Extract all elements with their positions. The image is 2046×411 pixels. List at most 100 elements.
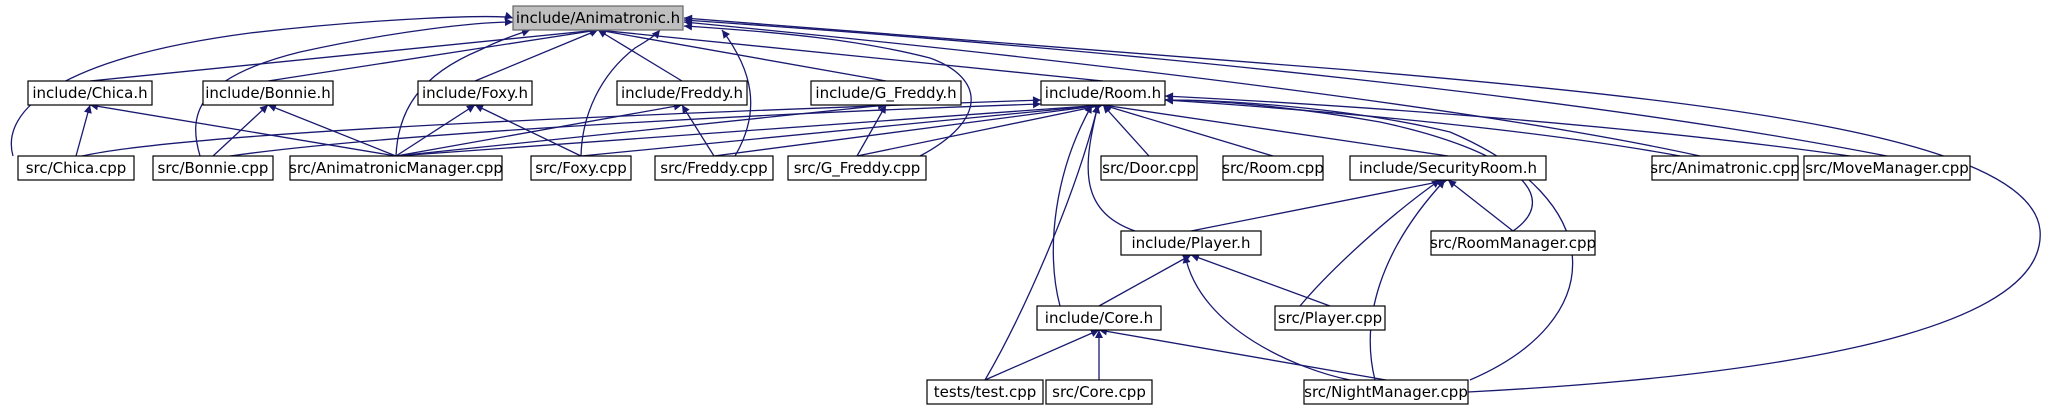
node-label: include/Animatronic.h xyxy=(516,9,680,27)
node-door-cpp[interactable]: src/Door.cpp xyxy=(1100,155,1198,181)
edge-test_cpp-to-core_h xyxy=(984,329,1100,381)
edge-chica_cpp-to-anim xyxy=(10,11,514,157)
node-box xyxy=(1100,155,1198,181)
node-box xyxy=(654,155,774,181)
edge-anim_cpp-to-anim xyxy=(683,18,1701,157)
node-box xyxy=(787,155,927,181)
edge-am_cpp-to-foxy_h xyxy=(395,104,476,157)
edge-test_cpp-to-room_h xyxy=(984,104,1101,381)
node-freddy-h[interactable]: include/Freddy.h xyxy=(616,80,748,106)
node-label: src/AnimatronicManager.cpp xyxy=(289,159,503,177)
node-anim[interactable]: include/Animatronic.h xyxy=(512,5,684,31)
node-label: include/Player.h xyxy=(1132,234,1251,252)
node-box xyxy=(1651,155,1799,181)
node-player-cpp[interactable]: src/Player.cpp xyxy=(1274,305,1386,331)
edge-room_cpp-to-room_h xyxy=(1102,103,1274,157)
node-core-h[interactable]: include/Core.h xyxy=(1036,305,1162,331)
edge-chica_cpp-to-room_h xyxy=(81,96,1042,157)
node-box xyxy=(1045,379,1153,405)
node-bonnie-h[interactable]: include/Bonnie.h xyxy=(202,80,334,106)
dependency-edges xyxy=(10,11,2041,393)
node-test-cpp[interactable]: tests/test.cpp xyxy=(926,379,1044,405)
node-label: include/Core.h xyxy=(1045,309,1153,327)
node-box xyxy=(1430,230,1596,256)
node-box xyxy=(27,80,153,106)
node-foxy-h[interactable]: include/Foxy.h xyxy=(417,80,533,106)
edge-bonnie_cpp-to-room_h xyxy=(229,100,1042,157)
edge-am_cpp-to-room_h xyxy=(395,101,1104,157)
edge-freddy_h-to-anim xyxy=(597,29,683,82)
edge-foxy_cpp-to-room_h xyxy=(580,101,1104,157)
node-label: src/Core.cpp xyxy=(1052,383,1146,401)
node-am-cpp[interactable]: src/AnimatronicManager.cpp xyxy=(289,155,503,181)
edge-bonnie_cpp-to-bonnie_h xyxy=(212,104,269,157)
node-room-h[interactable]: include/Room.h xyxy=(1040,80,1166,106)
node-foxy-cpp[interactable]: src/Foxy.cpp xyxy=(530,155,632,181)
edge-night_cpp-to-player_h xyxy=(1182,254,1351,381)
node-move-cpp[interactable]: src/MoveManager.cpp xyxy=(1803,155,1971,181)
edge-night_cpp-to-core_h xyxy=(1098,327,1387,381)
node-anim-cpp[interactable]: src/Animatronic.cpp xyxy=(1650,155,1800,181)
node-night-cpp[interactable]: src/NightManager.cpp xyxy=(1303,379,1469,405)
edge-roommgr_cpp-to-room_h xyxy=(1164,96,1533,232)
node-label: src/G_Freddy.cpp xyxy=(794,159,921,178)
edge-secroom_h-to-room_h xyxy=(1102,102,1449,157)
edge-anim_cpp-to-room_h xyxy=(1164,96,1681,157)
node-box xyxy=(1040,80,1166,106)
node-label: src/Bonnie.cpp xyxy=(158,159,269,177)
edge-foxy_h-to-anim xyxy=(474,29,599,82)
edge-player_cpp-to-secroom_h xyxy=(1299,179,1441,307)
node-freddy-cpp[interactable]: src/Freddy.cpp xyxy=(654,155,774,181)
edge-chica_cpp-to-chica_h xyxy=(75,104,92,157)
node-label: src/Animatronic.cpp xyxy=(1650,159,1800,177)
edge-roommgr_cpp-to-secroom_h xyxy=(1447,179,1514,232)
node-box xyxy=(1303,379,1469,405)
edge-am_cpp-to-anim xyxy=(395,28,531,157)
edge-room_h-to-anim xyxy=(597,26,1104,82)
node-label: src/Chica.cpp xyxy=(26,159,127,177)
node-box xyxy=(616,80,748,106)
node-label: include/SecurityRoom.h xyxy=(1359,159,1537,177)
node-label: include/Bonnie.h xyxy=(205,84,331,102)
node-box xyxy=(1274,305,1386,331)
edge-gfreddy_cpp-to-room_h xyxy=(856,102,1104,157)
node-label: tests/test.cpp xyxy=(934,383,1037,401)
node-label: src/Room.cpp xyxy=(1222,159,1324,177)
node-label: src/Freddy.cpp xyxy=(660,159,767,177)
edge-foxy_cpp-to-foxy_h xyxy=(474,104,582,157)
node-label: src/Foxy.cpp xyxy=(535,159,626,177)
file-nodes: include/Animatronic.h include/Chica.h incl… xyxy=(17,5,1971,405)
edge-gfreddy_cpp-to-gfreddy_h xyxy=(856,104,887,157)
node-gfreddy-h[interactable]: include/G_Freddy.h xyxy=(810,80,962,106)
node-chica-cpp[interactable]: src/Chica.cpp xyxy=(17,155,135,181)
node-box xyxy=(202,80,334,106)
node-label: include/Foxy.h xyxy=(422,84,528,102)
edge-door_cpp-to-room_h xyxy=(1102,104,1150,157)
node-label: include/G_Freddy.h xyxy=(815,84,956,103)
edge-move_cpp-to-anim xyxy=(683,16,1888,157)
edge-move_cpp-to-room_h xyxy=(1164,92,1851,157)
edge-core_h-to-room_h xyxy=(1052,104,1093,307)
node-label: src/RoomManager.cpp xyxy=(1430,234,1596,252)
node-label: include/Room.h xyxy=(1045,84,1161,102)
edge-bonnie_h-to-anim xyxy=(267,27,599,82)
node-box xyxy=(152,155,274,181)
edge-am_cpp-to-freddy_h xyxy=(395,102,683,157)
node-core-cpp[interactable]: src/Core.cpp xyxy=(1045,379,1153,405)
node-player-h[interactable]: include/Player.h xyxy=(1120,230,1262,256)
node-box xyxy=(1349,155,1547,181)
edge-core_h-to-player_h xyxy=(1098,254,1192,307)
edge-night_cpp-to-anim xyxy=(683,14,2041,393)
node-bonnie-cpp[interactable]: src/Bonnie.cpp xyxy=(152,155,274,181)
edge-chica_h-to-anim xyxy=(89,26,599,82)
node-box xyxy=(17,155,135,181)
node-label: include/Freddy.h xyxy=(621,84,743,102)
edge-night_cpp-to-room_h xyxy=(1164,96,1574,381)
node-secroom-h[interactable]: include/SecurityRoom.h xyxy=(1349,155,1547,181)
node-gfreddy-cpp[interactable]: src/G_Freddy.cpp xyxy=(787,155,927,181)
node-room-cpp[interactable]: src/Room.cpp xyxy=(1222,155,1324,181)
node-roommgr-cpp[interactable]: src/RoomManager.cpp xyxy=(1430,230,1596,256)
node-box xyxy=(1222,155,1324,181)
node-chica-h[interactable]: include/Chica.h xyxy=(27,80,153,106)
